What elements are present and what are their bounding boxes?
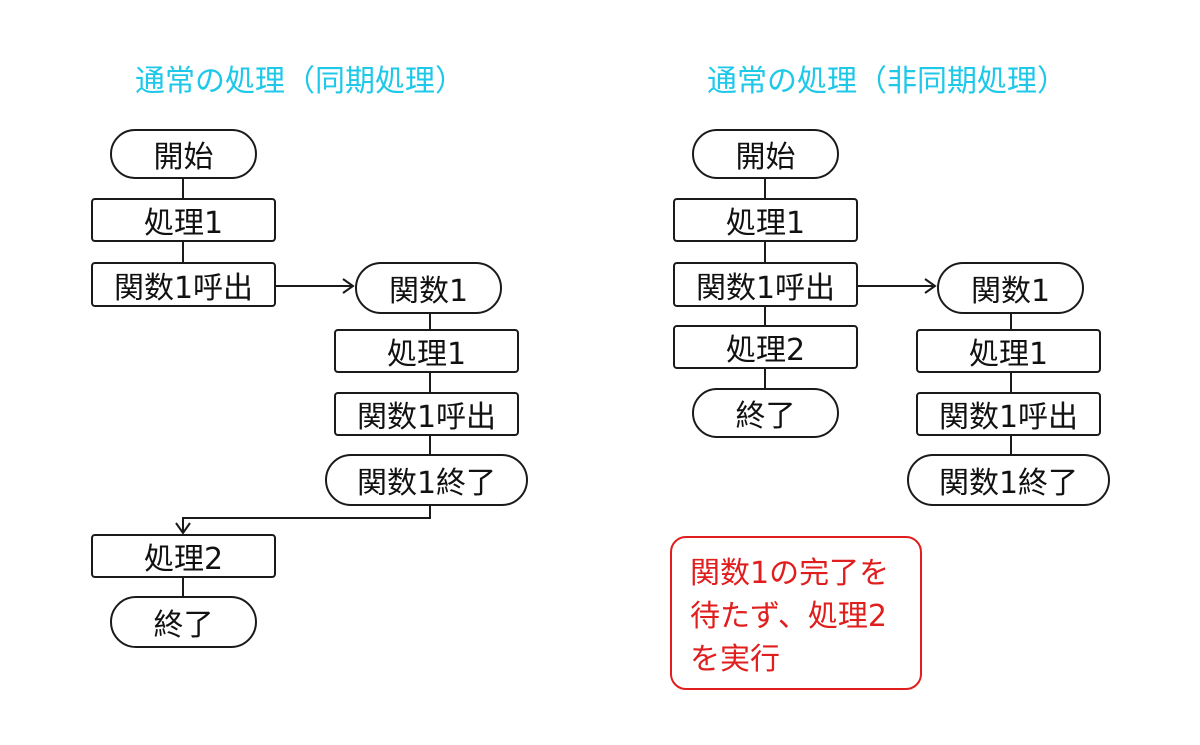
connector (1010, 434, 1012, 456)
async-diagram-title: 通常の処理（非同期処理） (707, 64, 1067, 99)
connector (764, 367, 766, 390)
connector (182, 576, 184, 598)
async-function-start-terminal: 関数1 (937, 262, 1084, 314)
async-end-terminal: 終了 (692, 388, 839, 438)
async-function-inner-call: 関数1呼出 (916, 392, 1101, 436)
sync-start-terminal: 開始 (110, 129, 257, 179)
sync-end-terminal: 終了 (110, 596, 257, 648)
sync-function-end-terminal: 関数1終了 (325, 454, 528, 506)
sync-return-arrow (182, 506, 431, 533)
connector (429, 312, 431, 331)
async-process-1: 処理1 (673, 198, 858, 242)
sync-function-start-terminal: 関数1 (355, 262, 502, 314)
sync-process-1: 処理1 (91, 198, 276, 242)
connector (429, 371, 431, 394)
sync-function-process-1: 処理1 (334, 329, 519, 373)
async-function-process-1: 処理1 (916, 329, 1101, 373)
async-function-end-terminal: 関数1終了 (907, 454, 1110, 506)
arrowhead-icon (342, 278, 355, 294)
connector (1010, 312, 1012, 331)
arrowhead-icon (175, 522, 191, 535)
async-function-call: 関数1呼出 (673, 262, 858, 307)
connector (764, 177, 766, 200)
connector (764, 305, 766, 327)
connector (1010, 371, 1012, 394)
async-process-2: 処理2 (673, 325, 858, 369)
connector (764, 240, 766, 264)
connector (182, 240, 184, 264)
sync-function-call: 関数1呼出 (91, 262, 276, 307)
sync-function-inner-call: 関数1呼出 (334, 392, 519, 436)
sync-process-2: 処理2 (91, 534, 276, 578)
connector (182, 177, 184, 200)
async-start-terminal: 開始 (692, 129, 839, 179)
async-note-callout: 関数1の完了を 待たず、処理2 を実行 (670, 536, 922, 690)
arrowhead-icon (924, 278, 937, 294)
sync-diagram-title: 通常の処理（同期処理） (135, 64, 465, 99)
connector (429, 434, 431, 456)
